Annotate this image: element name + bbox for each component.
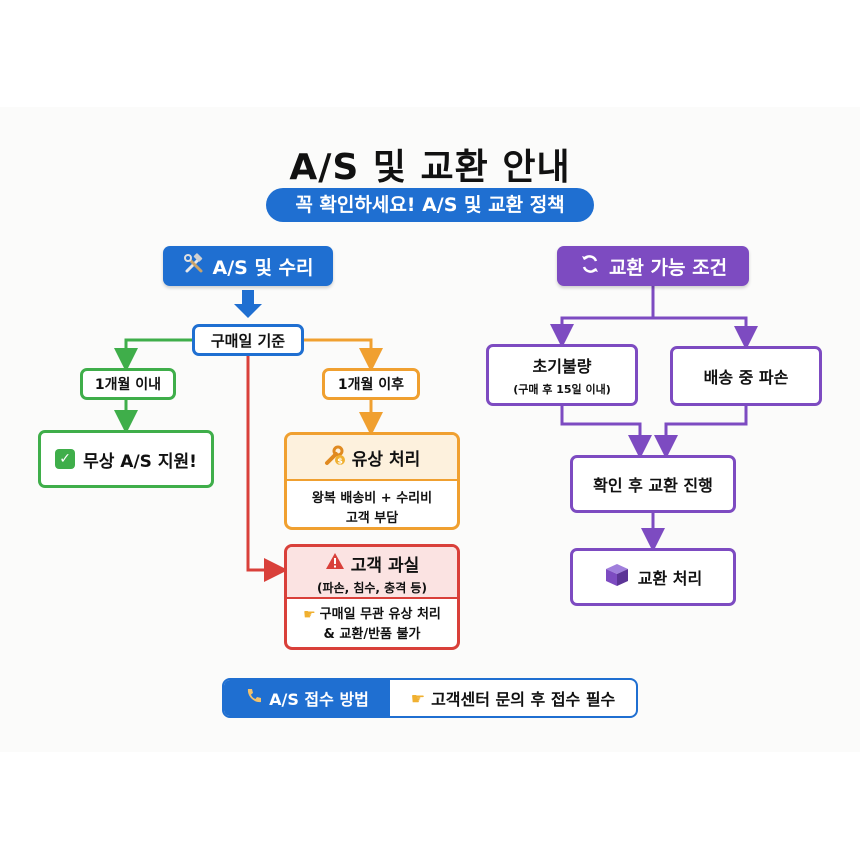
as-intake-label: A/S 접수 방법 [269,690,369,709]
purchase-date-basis: 구매일 기준 [192,324,304,356]
tools-icon [183,252,205,280]
confirm-exchange-node: 확인 후 교환 진행 [570,455,736,513]
orange-connector [304,338,383,372]
after-one-month: 1개월 이후 [322,368,420,400]
within-one-month: 1개월 이내 [80,368,176,400]
purple-connector-merge-2 [654,406,748,459]
warning-icon [325,552,345,575]
paid-desc-line2: 고객 부담 [345,511,399,526]
early-defect-node: 초기불량 (구매 후 15일 이내) [486,344,638,406]
blue-down-arrow-shaft [242,290,254,306]
as-intake-text-block: ☛ 고객센터 문의 후 접수 필수 [390,680,636,716]
wrench-money-icon: $ [324,444,346,471]
page-title: A/S 및 교환 안내 [289,147,571,188]
pointing-hand-icon-footer: ☛ [410,688,426,708]
customer-fault-title: 고객 과실 [350,556,420,576]
customer-fault-examples: (파손, 침수, 충격 등) [317,581,427,595]
exchange-process-node: 교환 처리 [570,548,736,606]
exchange-process-label: 교환 처리 [637,569,703,588]
shipping-damage-node: 배송 중 파손 [670,346,822,406]
as-repair-header: A/S 및 수리 [163,246,333,286]
green-connector [114,338,192,372]
early-defect-note: (구매 후 15일 이내) [513,383,611,396]
pointing-hand-icon: ☛ [303,607,316,623]
paid-processing-title: 유상 처리 [351,449,421,470]
svg-text:$: $ [337,456,343,465]
exchange-conditions-header: 교환 가능 조건 [557,246,749,286]
exchange-conditions-header-label: 교환 가능 조건 [608,256,728,279]
refresh-icon [579,253,601,280]
paid-desc-line1: 왕복 배송비 + 수리비 [311,491,433,506]
check-icon: ✓ [55,449,76,469]
as-repair-header-label: A/S 및 수리 [212,256,314,279]
customer-fault-header: 고객 과실 (파손, 침수, 충격 등) [287,547,457,599]
purple-connector-merge [560,406,652,459]
subtitle-banner: 꼭 확인하세요! A/S 및 교환 정책 [266,188,594,222]
paid-processing-desc: 왕복 배송비 + 수리비 고객 부담 [287,481,457,527]
fault-desc-line1: 구매일 무관 유상 처리 [319,607,441,622]
purple-connector-split [550,286,655,348]
paid-processing-box: $ 유상 처리 왕복 배송비 + 수리비 고객 부담 [284,432,460,530]
free-as-support-label: 무상 A/S 지원! [83,451,197,472]
as-intake-footer: A/S 접수 방법 ☛ 고객센터 문의 후 접수 필수 [222,678,638,718]
free-as-support: ✓ 무상 A/S 지원! [38,430,214,488]
fault-desc-line2: & 교환/반품 불가 [323,627,421,642]
phone-icon [245,687,263,709]
package-icon [604,562,630,592]
customer-fault-desc: ☛ 구매일 무관 유상 처리 & 교환/반품 불가 [287,599,457,645]
early-defect-label: 초기불량 [532,357,592,376]
purple-connector-split-2 [653,316,758,350]
blue-down-arrow-head [234,304,262,318]
customer-fault-box: 고객 과실 (파손, 침수, 충격 등) ☛ 구매일 무관 유상 처리 & 교환… [284,544,460,650]
red-connector [246,356,288,582]
paid-processing-header: $ 유상 처리 [287,435,457,481]
as-intake-label-block: A/S 접수 방법 [224,680,390,716]
as-intake-text: 고객센터 문의 후 접수 필수 [431,690,616,709]
